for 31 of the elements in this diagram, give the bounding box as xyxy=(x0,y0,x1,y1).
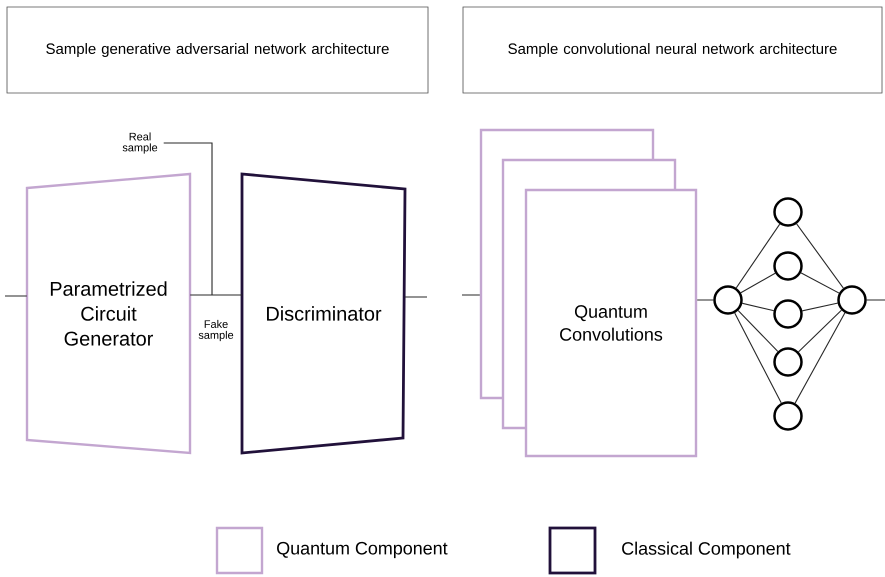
connector-line xyxy=(462,294,480,296)
title-box: Sample generative adversarial network architecture xyxy=(6,6,428,94)
neuron-circle xyxy=(773,251,803,281)
annotation-text: Real sample xyxy=(122,132,158,154)
connector-line xyxy=(742,302,774,312)
connector-line xyxy=(866,299,885,301)
connector-line xyxy=(405,296,427,298)
title-box: Sample convolutional neural network architecture xyxy=(462,6,882,94)
legend-label: Quantum Component xyxy=(277,542,448,558)
connector-line xyxy=(736,224,780,288)
neuron-circle xyxy=(773,347,803,377)
connector-line xyxy=(740,272,776,294)
connector-line xyxy=(800,272,840,294)
connector-line xyxy=(738,310,778,352)
neuron-circle xyxy=(773,197,803,227)
neuron-circle xyxy=(837,285,867,315)
connector-line xyxy=(5,295,27,297)
generator-trapezoid: Parametrized Circuit Generator xyxy=(26,172,192,454)
neuron-circle xyxy=(773,299,803,329)
edge-label: Fake sample xyxy=(194,318,238,342)
connector-line xyxy=(802,302,838,312)
legend-label: Classical Component xyxy=(622,542,790,558)
connector-line xyxy=(697,299,714,301)
neuron-circle xyxy=(773,401,803,431)
connector-line xyxy=(794,312,846,404)
connector-line xyxy=(734,312,782,404)
convolution-box: Quantum Convolutions xyxy=(524,188,698,458)
connector-line xyxy=(796,224,844,288)
connector-line xyxy=(164,142,242,296)
neuron-circle xyxy=(713,285,743,315)
connector-line xyxy=(798,310,842,352)
